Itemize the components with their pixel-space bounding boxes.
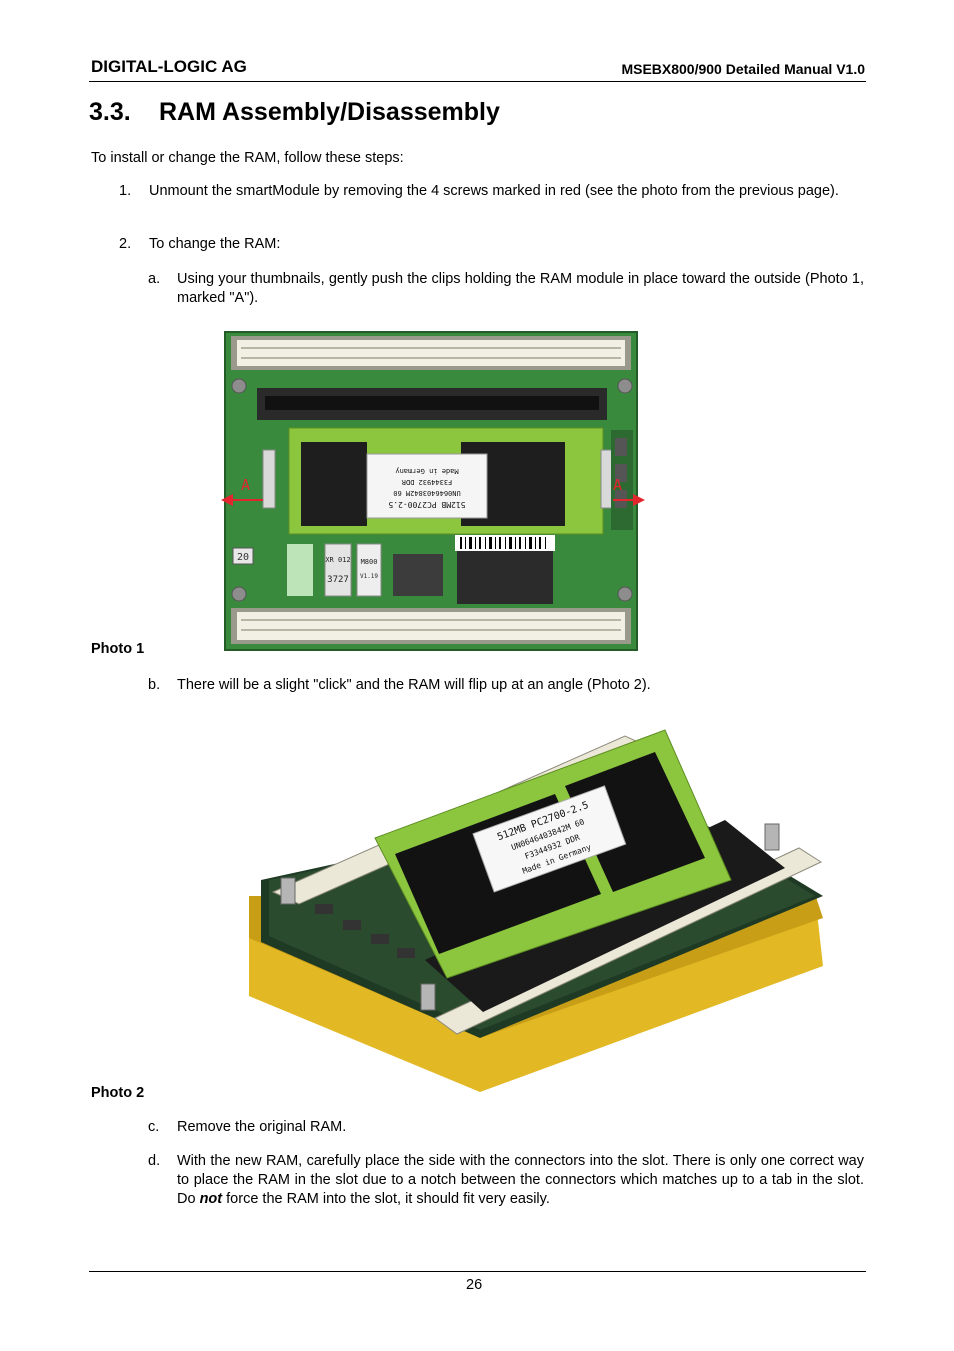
- substep-text: There will be a slight "click" and the R…: [177, 677, 651, 693]
- page-number: 26: [466, 1277, 483, 1293]
- section-number: 3.3.: [89, 98, 131, 126]
- footer-divider: [89, 1271, 866, 1272]
- photo1-chip-label-version: V1.19: [360, 573, 378, 580]
- step-text: To change the RAM:: [149, 236, 281, 252]
- ram-label-line-4: Made in Germany: [395, 467, 458, 475]
- substep-d: d. With the new RAM, carefully place the…: [148, 1152, 864, 1209]
- step-2: 2. To change the RAM:: [119, 235, 864, 254]
- photo1-marker-a-right: A: [613, 476, 622, 494]
- photo1-chip-label-3727: 3727: [327, 575, 349, 585]
- photo1-chip-label-xr: XR 012: [325, 556, 350, 564]
- photo-1-ram-module-top-view: 512MB PC2700-2.5 UN0646403842M 60 F33449…: [215, 330, 645, 652]
- substep-marker: b.: [148, 677, 161, 693]
- substep-marker: c.: [148, 1119, 160, 1135]
- photo-1-illustration: 512MB PC2700-2.5 UN0646403842M 60 F33449…: [221, 331, 645, 651]
- photo-2-illustration: 512MB PC2700-2.5 UN0646403842M 60 F33449…: [225, 708, 840, 1100]
- substep-a: a. Using your thumbnails, gently push th…: [148, 270, 864, 308]
- step-marker: 1.: [119, 183, 132, 199]
- photo1-chip-label-20: 20: [237, 552, 249, 563]
- header-divider: [89, 81, 866, 82]
- photo-1-caption: Photo 1: [91, 641, 145, 657]
- substep-marker: d.: [148, 1153, 161, 1169]
- substep-text: Remove the original RAM.: [177, 1119, 347, 1135]
- step-text: Unmount the smartModule by removing the …: [149, 183, 839, 199]
- substep-text: Using your thumbnails, gently push the c…: [177, 271, 864, 306]
- substep-c: c. Remove the original RAM.: [148, 1118, 864, 1137]
- substep-d-text-before: With the new RAM, carefully place the si…: [177, 1153, 864, 1207]
- ram-label-line-3: F3344932 DDR: [401, 478, 452, 486]
- section-title: RAM Assembly/Disassembly: [159, 98, 500, 126]
- header-manual-title: MSEBX800/900 Detailed Manual V1.0: [621, 61, 865, 77]
- step-1: 1. Unmount the smartModule by removing t…: [119, 182, 864, 201]
- substep-d-text-after: force the RAM into the slot, it should f…: [222, 1191, 550, 1207]
- header-company: DIGITAL-LOGIC AG: [91, 57, 247, 76]
- substep-d-emphasis: not: [199, 1191, 223, 1207]
- substep-text: With the new RAM, carefully place the si…: [177, 1152, 864, 1209]
- ram-label-line-2: UN0646403842M 60: [393, 489, 460, 497]
- intro-text: To install or change the RAM, follow the…: [91, 150, 404, 166]
- substep-b: b. There will be a slight "click" and th…: [148, 676, 864, 695]
- photo-2-caption: Photo 2: [91, 1085, 145, 1101]
- section-heading: 3.3. RAM Assembly/Disassembly: [89, 98, 500, 127]
- photo1-chip-label-m800: M800: [361, 558, 378, 566]
- step-marker: 2.: [119, 236, 132, 252]
- photo-2-ram-module-angled-view: 512MB PC2700-2.5 UN0646403842M 60 F33449…: [225, 708, 840, 1100]
- ram-label-line-1: 512MB PC2700-2.5: [388, 500, 465, 509]
- photo1-marker-a-left: A: [241, 476, 250, 494]
- substep-marker: a.: [148, 271, 161, 287]
